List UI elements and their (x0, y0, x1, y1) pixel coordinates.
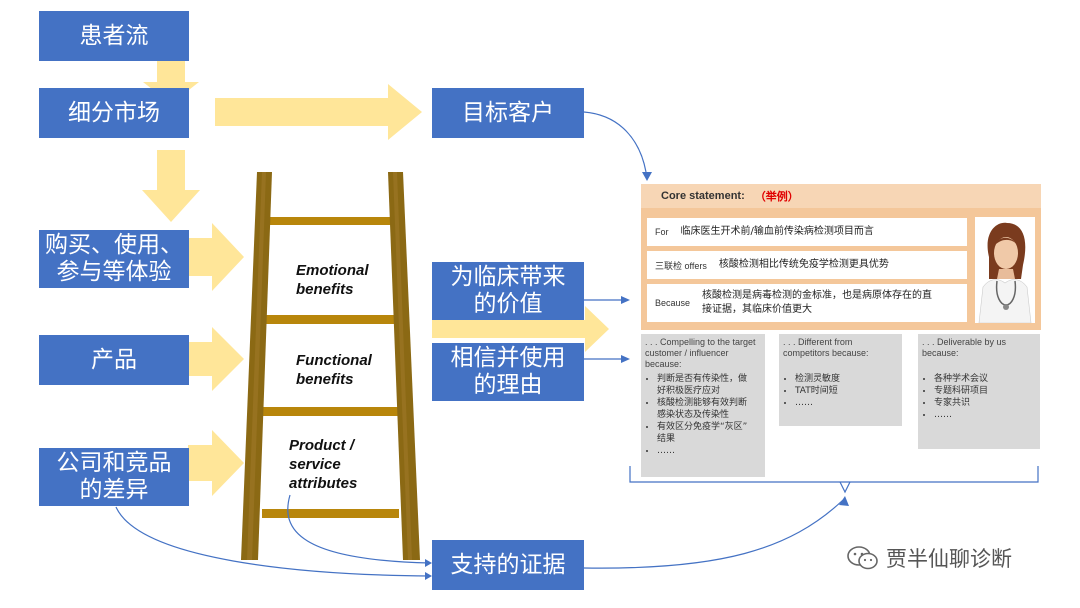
column-compelling: . . . Compelling to the target customer … (641, 334, 765, 477)
list-item: …… (795, 397, 898, 409)
arrow-segment-to-target (215, 84, 422, 140)
list-item: 专题科研项目 (934, 385, 1036, 397)
arrow-segment-to-experience (142, 150, 200, 222)
column-head: . . . Different from competitors because… (783, 337, 869, 358)
watermark: 贾半仙聊诊断 (846, 543, 1012, 573)
box-competitor: 公司和竞品 的差异 (39, 448, 189, 506)
list-item: 核酸检测能够有效判断 感染状态及传染性 (657, 397, 761, 421)
box-clinical-value-label: 为临床带来 的价值 (450, 264, 566, 317)
list-item: 判断是否有传染性，做 好积极医疗应对 (657, 373, 761, 397)
core-statement-header: Core statement: （举例） (641, 184, 1041, 208)
box-product: 产品 (39, 335, 189, 385)
doctor-portrait-icon (975, 217, 1035, 324)
box-patient-flow-label: 患者流 (79, 22, 149, 49)
core-row-key: 三联检 offers (655, 260, 707, 271)
box-target-customer: 目标客户 (432, 88, 584, 138)
box-reason-label: 相信并使用 的理由 (450, 345, 566, 398)
doctor-portrait (975, 217, 1035, 324)
box-target-customer-label: 目标客户 (462, 99, 554, 126)
list-item: 各种学术会议 (934, 373, 1036, 385)
wechat-icon (847, 546, 878, 570)
column-head: . . . Compelling to the target customer … (645, 337, 756, 369)
box-product-label: 产品 (91, 346, 137, 373)
core-row-because: Because 核酸检测是病毒检测的金标准，也是病原体存在的直 接证据，其临床价… (647, 284, 967, 322)
core-statement-example: （举例） (754, 191, 799, 203)
list-item: TAT时间短 (795, 385, 898, 397)
arrow-product-to-ladder (188, 327, 244, 391)
list-item: 有效区分免疫学“灰区” 结果 (657, 421, 761, 445)
arrow-ladder-to-core (432, 306, 609, 352)
box-experience-label: 购买、使用、 参与等体验 (45, 232, 183, 285)
arrow-experience-to-ladder (188, 223, 244, 291)
list-item: 检测灵敏度 (795, 373, 898, 385)
column-different: . . . Different from competitors because… (779, 334, 902, 426)
box-evidence: 支持的证据 (432, 540, 584, 590)
ladder (241, 172, 420, 560)
box-clinical-value: 为临床带来 的价值 (432, 262, 584, 320)
ladder-attributes-label: Product / service attributes (289, 437, 358, 492)
list-item: 专家共识 (934, 397, 1036, 409)
column-deliverable: . . . Deliverable by us because: 各种学术会议 … (918, 334, 1040, 449)
box-patient-flow: 患者流 (39, 11, 189, 61)
box-experience: 购买、使用、 参与等体验 (39, 230, 189, 288)
core-row-offers: 三联检 offers 核酸检测相比传统免疫学检测更具优势 (647, 251, 967, 279)
core-row-key: Because (655, 298, 691, 308)
ladder-functional-label: Functional benefits (296, 352, 372, 388)
core-row-value: 核酸检测相比传统免疫学检测更具优势 (718, 259, 889, 270)
box-segment-label: 细分市场 (68, 99, 160, 126)
box-segment: 细分市场 (39, 88, 189, 138)
list-item: …… (657, 445, 761, 457)
box-evidence-label: 支持的证据 (450, 551, 566, 578)
column-head: . . . Deliverable by us because: (922, 337, 1007, 358)
list-item: …… (934, 409, 1036, 421)
core-row-for: For 临床医生开术前/输血前传染病检测项目而言 (647, 218, 967, 246)
core-row-key: For (655, 227, 669, 237)
watermark-text: 贾半仙聊诊断 (886, 547, 1012, 571)
box-competitor-label: 公司和竞品 的差异 (56, 450, 172, 503)
core-row-value: 临床医生开术前/输血前传染病检测项目而言 (680, 226, 874, 237)
ladder-emotional-label: Emotional benefits (296, 262, 369, 298)
box-reason: 相信并使用 的理由 (432, 343, 584, 401)
core-row-value: 核酸检测是病毒检测的金标准，也是病原体存在的直 接证据，其临床价值更大 (702, 290, 933, 315)
arrow-competitor-to-ladder (188, 430, 244, 496)
core-statement-label: Core statement: (661, 190, 745, 202)
